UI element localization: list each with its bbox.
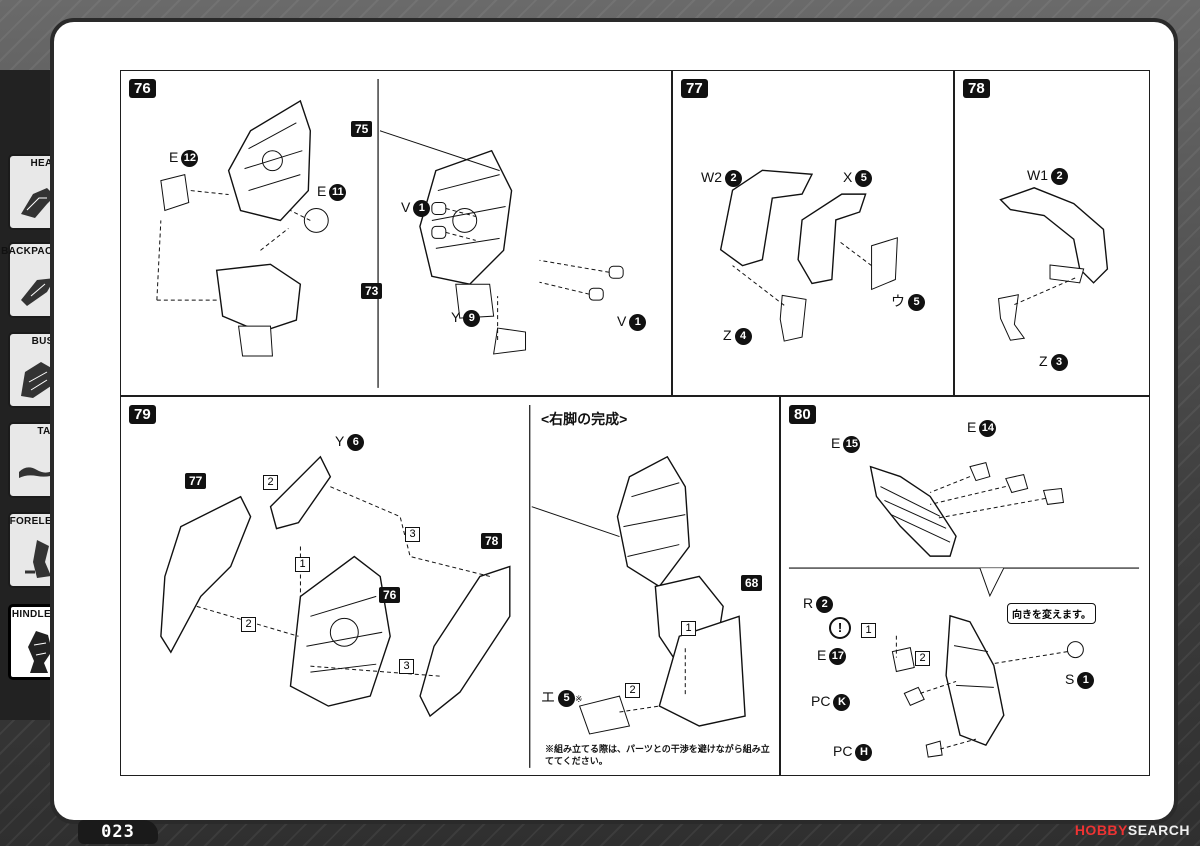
tail-icon xyxy=(19,467,57,478)
watermark-logo: HOBBYSEARCH xyxy=(1074,822,1190,838)
tab-label: FORELEG xyxy=(9,516,60,527)
hindleg-icon xyxy=(28,631,52,673)
bust-icon xyxy=(21,362,55,398)
step-number: 76 xyxy=(129,79,156,98)
sequence-marker: 3 xyxy=(405,527,420,542)
sequence-marker: 1 xyxy=(861,623,876,638)
step-78-illustration xyxy=(998,187,1109,341)
page-number: 023 xyxy=(78,820,158,844)
tab-label: BACKPACK xyxy=(1,246,60,257)
step-number: 77 xyxy=(681,79,708,98)
step-number: 78 xyxy=(963,79,990,98)
ref-part-75: 75 xyxy=(351,121,373,137)
completion-title: <右脚の完成> xyxy=(541,411,628,427)
step-77-illustration xyxy=(719,169,898,342)
tab-label: TAIL xyxy=(37,426,60,437)
step-80-illustration xyxy=(788,462,1140,758)
sequence-marker: 1 xyxy=(295,557,310,572)
sequence-marker: 2 xyxy=(263,475,278,490)
ref-part-78: 78 xyxy=(481,533,503,549)
sequence-marker: 3 xyxy=(399,659,414,674)
ref-part-77: 77 xyxy=(185,473,207,489)
caution-icon: ! xyxy=(829,617,851,639)
ref-part-76: 76 xyxy=(379,587,401,603)
step-number: 79 xyxy=(129,405,156,424)
tab-label: BUST xyxy=(31,336,60,347)
step-79-illustration xyxy=(160,404,746,768)
assembly-note: ※組み立てる際は、パーツとの干渉を避けながら組み立ててください。 xyxy=(545,744,770,766)
sequence-marker: 2 xyxy=(625,683,640,698)
ref-part-73: 73 xyxy=(361,283,383,299)
step-76-illustration xyxy=(156,78,624,388)
ref-part-68: 68 xyxy=(741,575,763,591)
sequence-marker: 1 xyxy=(681,621,696,636)
foreleg-icon xyxy=(25,540,51,578)
head-icon xyxy=(21,188,55,218)
tab-label: HINDLEG xyxy=(11,609,59,620)
tab-label: HEAD xyxy=(30,158,60,169)
sequence-marker: 2 xyxy=(915,651,930,666)
step-number: 80 xyxy=(789,405,816,424)
sequence-marker: 2 xyxy=(241,617,256,632)
callout-bubble: 向きを変えます。 xyxy=(1007,603,1096,624)
backpack-icon xyxy=(21,278,55,306)
